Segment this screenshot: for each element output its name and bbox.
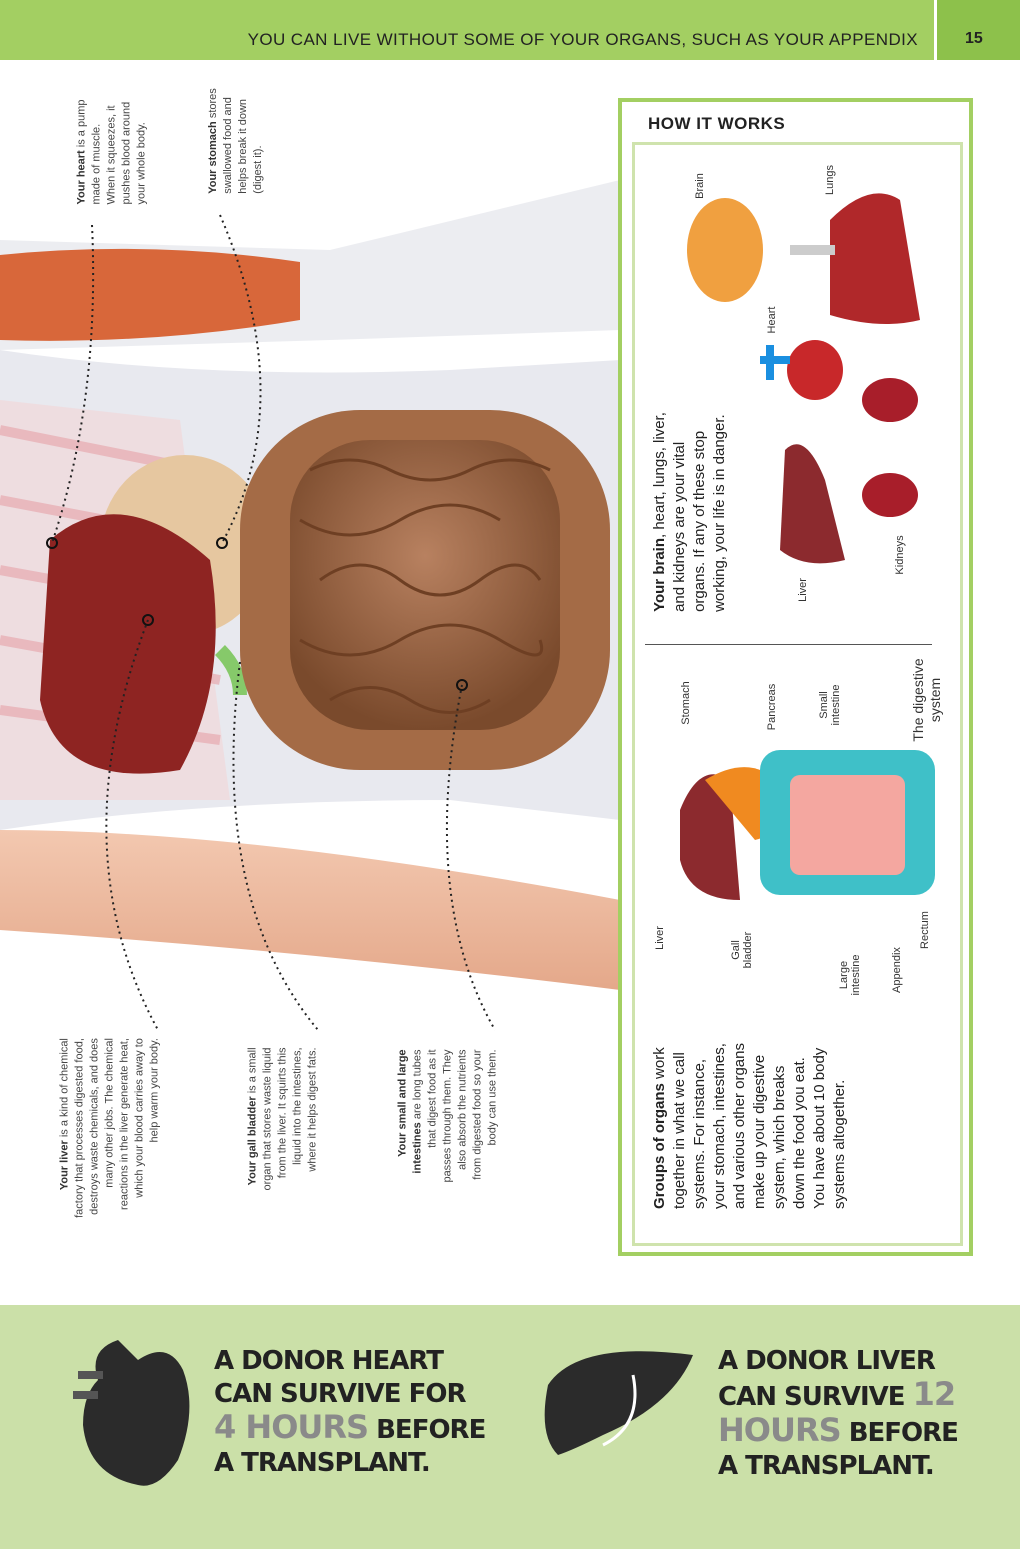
- label-heart: Heart: [766, 306, 778, 334]
- label-brain: Brain: [694, 173, 706, 199]
- label-kidneys: Kidneys: [894, 535, 906, 575]
- vital-organs-text: Your brain, heart, lungs, liver,and kidn…: [651, 412, 728, 612]
- brain-icon: [687, 198, 763, 302]
- liver-icon: [544, 1351, 693, 1455]
- heart-icon: [73, 1340, 190, 1486]
- page-header: YOU CAN LIVE WITHOUT SOME OF YOUR ORGANS…: [0, 0, 1020, 60]
- label-rectum: Rectum: [919, 911, 931, 949]
- label-pancreas: Pancreas: [766, 683, 778, 731]
- label-gall-bladder: Gall bladder: [730, 931, 754, 969]
- lungs-icon: [830, 193, 920, 324]
- label-appendix: Appendix: [891, 947, 903, 993]
- label-small-intestine: Small intestine: [818, 684, 842, 726]
- page-number: 15: [934, 0, 1020, 60]
- panel-divider: [645, 644, 932, 645]
- kidney-icon: [862, 378, 918, 422]
- panel-title: HOW IT WORKS: [648, 114, 786, 133]
- label-liver-digestive: Liver: [654, 926, 666, 950]
- liver-organ-icon: [780, 444, 845, 564]
- vital-organs-illustration: [687, 193, 920, 564]
- digestive-system-title: The digestive system: [910, 658, 943, 742]
- kidney-icon: [862, 473, 918, 517]
- label-liver: Liver: [797, 578, 809, 602]
- digestive-system-illustration: [680, 750, 935, 900]
- label-lungs: Lungs: [824, 165, 836, 195]
- anatomy-illustration: [0, 180, 620, 1031]
- label-stomach: Stomach: [680, 681, 692, 725]
- heart-organ-icon: [787, 340, 843, 400]
- label-large-intestine: Large intestine: [838, 954, 862, 996]
- header-title: YOU CAN LIVE WITHOUT SOME OF YOUR ORGANS…: [247, 30, 918, 49]
